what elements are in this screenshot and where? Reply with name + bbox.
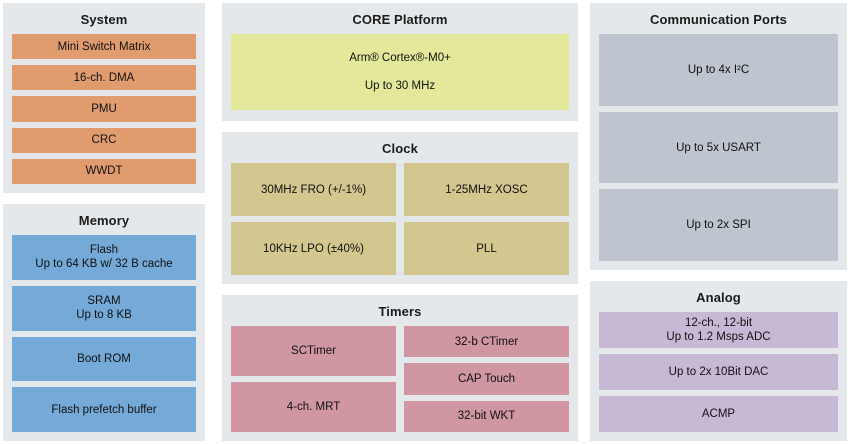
- panel-title-system: System: [80, 12, 128, 27]
- panel-communication-ports: Communication Ports Up to 4x I²C Up to 5…: [590, 3, 847, 270]
- block-pmu[interactable]: PMU: [12, 96, 196, 122]
- middle-column: CORE Platform Arm® Cortex®-M0+ Up to 30 …: [222, 3, 578, 441]
- clock-block-grid: 30MHz FRO (+/-1%) 10KHz LPO (±40%) 1-25M…: [231, 163, 569, 275]
- timers-block-grid: SCTimer 4-ch. MRT 32-b CTimer CAP Touch …: [231, 326, 569, 432]
- block-sctimer[interactable]: SCTimer: [231, 326, 396, 376]
- block-flash-prefetch-buffer[interactable]: Flash prefetch buffer: [12, 387, 196, 432]
- block-crc[interactable]: CRC: [12, 127, 196, 153]
- block-sram[interactable]: SRAM Up to 8 KB: [12, 285, 196, 331]
- arm-core-speed: Up to 30 MHz: [364, 80, 436, 92]
- panel-system: System Mini Switch Matrix 16-ch. DMA PMU…: [3, 3, 205, 193]
- panel-title-timers: Timers: [378, 304, 422, 319]
- arm-core-line: Arm® Cortex®-M0+: [349, 52, 451, 64]
- clock-column-left: 30MHz FRO (+/-1%) 10KHz LPO (±40%): [231, 163, 396, 275]
- panel-memory: Memory Flash Up to 64 KB w/ 32 B cache S…: [3, 204, 205, 441]
- block-pll[interactable]: PLL: [404, 222, 569, 275]
- block-mrt[interactable]: 4-ch. MRT: [231, 382, 396, 432]
- system-block-list: Mini Switch Matrix 16-ch. DMA PMU CRC WW…: [12, 34, 196, 185]
- block-dac[interactable]: Up to 2x 10Bit DAC: [599, 354, 838, 390]
- block-cap-touch[interactable]: CAP Touch: [404, 363, 569, 395]
- block-wkt[interactable]: 32-bit WKT: [404, 400, 569, 432]
- block-fro[interactable]: 30MHz FRO (+/-1%): [231, 163, 396, 216]
- block-arm-cortex-m0plus[interactable]: Arm® Cortex®-M0+ Up to 30 MHz: [231, 34, 569, 110]
- core-block-list: Arm® Cortex®-M0+ Up to 30 MHz: [231, 34, 569, 112]
- panel-title-core-platform: CORE Platform: [352, 12, 448, 27]
- panel-timers: Timers SCTimer 4-ch. MRT 32-b CTimer CAP…: [222, 295, 578, 441]
- left-column: System Mini Switch Matrix 16-ch. DMA PMU…: [3, 3, 205, 441]
- clock-column-right: 1-25MHz XOSC PLL: [404, 163, 569, 275]
- panel-title-memory: Memory: [78, 213, 130, 228]
- block-boot-rom[interactable]: Boot ROM: [12, 336, 196, 382]
- block-flash[interactable]: Flash Up to 64 KB w/ 32 B cache: [12, 235, 196, 280]
- timers-column-right: 32-b CTimer CAP Touch 32-bit WKT: [404, 326, 569, 432]
- panel-clock: Clock 30MHz FRO (+/-1%) 10KHz LPO (±40%)…: [222, 132, 578, 284]
- block-dma[interactable]: 16-ch. DMA: [12, 65, 196, 91]
- block-lpo[interactable]: 10KHz LPO (±40%): [231, 222, 396, 275]
- block-wwdt[interactable]: WWDT: [12, 158, 196, 185]
- panel-core-platform: CORE Platform Arm® Cortex®-M0+ Up to 30 …: [222, 3, 578, 121]
- block-acmp[interactable]: ACMP: [599, 396, 838, 432]
- panel-analog: Analog 12-ch., 12-bit Up to 1.2 Msps ADC…: [590, 281, 847, 441]
- comm-block-list: Up to 4x I²C Up to 5x USART Up to 2x SPI: [599, 34, 838, 262]
- block-ctimer[interactable]: 32-b CTimer: [404, 326, 569, 358]
- memory-block-list: Flash Up to 64 KB w/ 32 B cache SRAM Up …: [12, 235, 196, 432]
- block-adc[interactable]: 12-ch., 12-bit Up to 1.2 Msps ADC: [599, 312, 838, 348]
- analog-block-list: 12-ch., 12-bit Up to 1.2 Msps ADC Up to …: [599, 312, 838, 432]
- panel-title-communication-ports: Communication Ports: [650, 12, 787, 27]
- block-mini-switch-matrix[interactable]: Mini Switch Matrix: [12, 34, 196, 60]
- block-i2c[interactable]: Up to 4x I²C: [599, 34, 838, 106]
- panel-title-analog: Analog: [696, 290, 741, 305]
- block-usart[interactable]: Up to 5x USART: [599, 111, 838, 184]
- block-spi[interactable]: Up to 2x SPI: [599, 189, 838, 262]
- timers-column-left: SCTimer 4-ch. MRT: [231, 326, 396, 432]
- block-xosc[interactable]: 1-25MHz XOSC: [404, 163, 569, 216]
- panel-title-clock: Clock: [382, 141, 418, 156]
- right-column: Communication Ports Up to 4x I²C Up to 5…: [590, 3, 847, 441]
